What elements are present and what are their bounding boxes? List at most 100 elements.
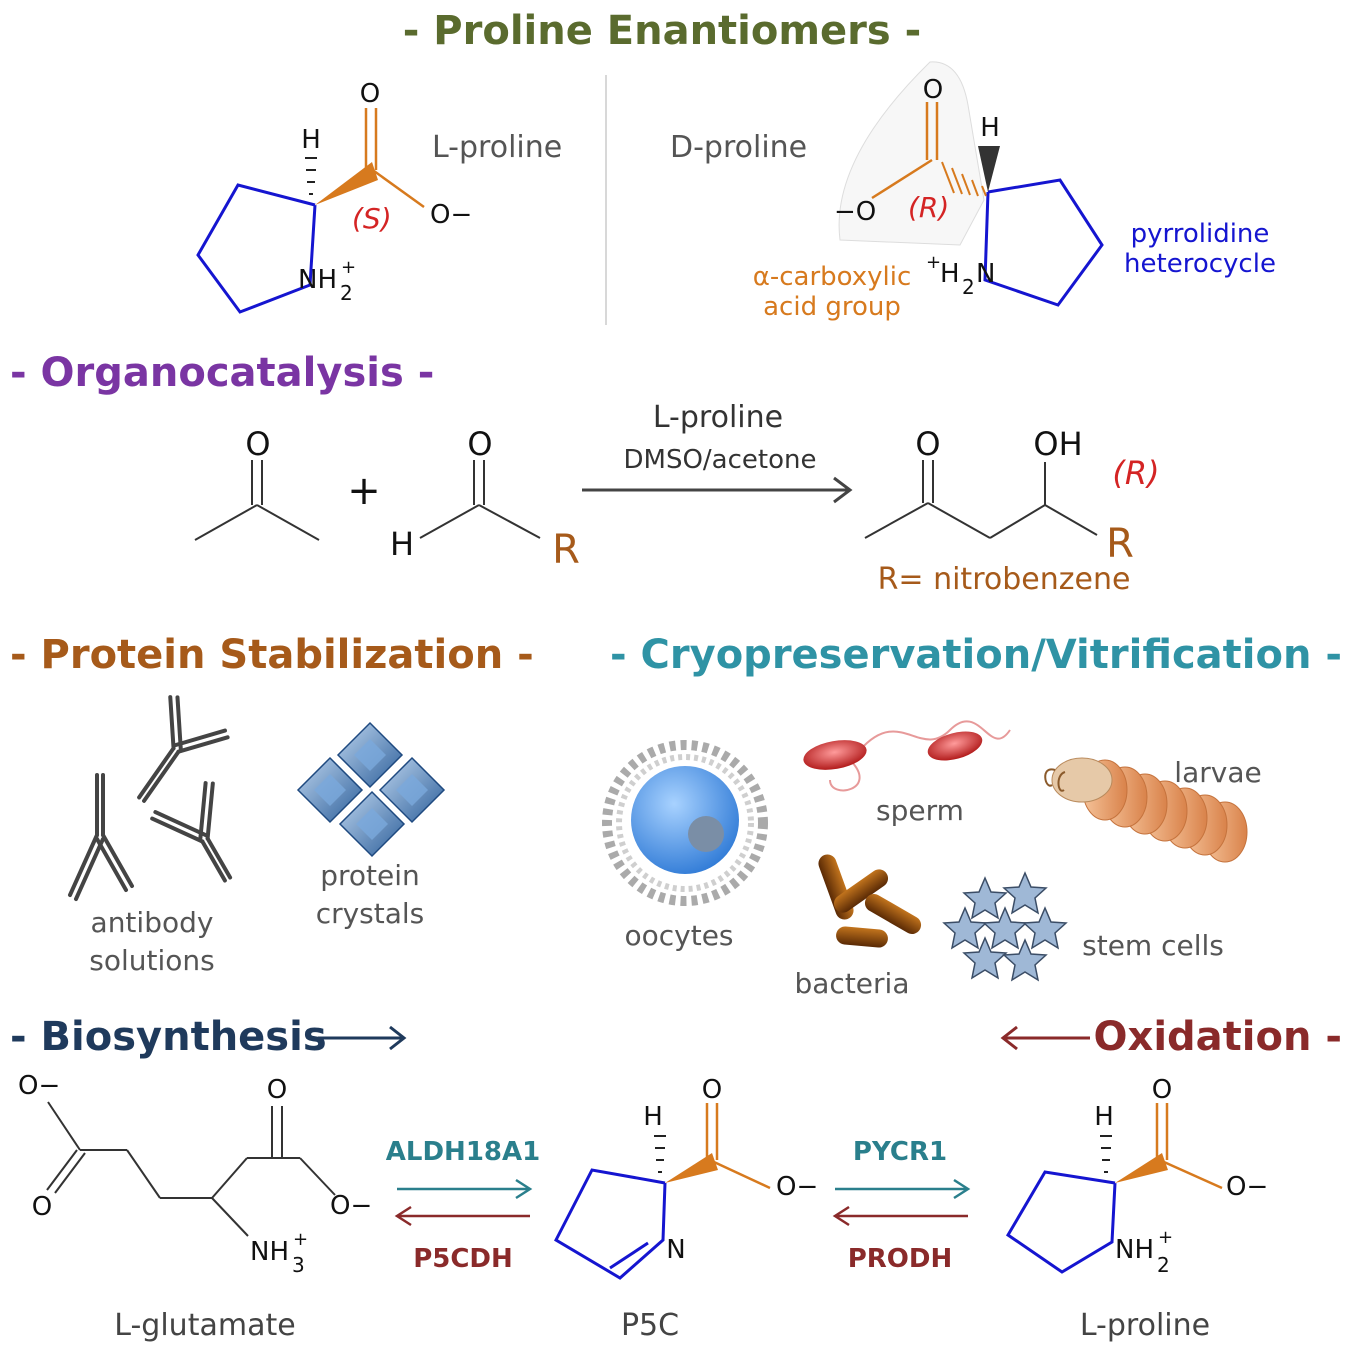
bacteria-label: bacteria (795, 967, 910, 1000)
acid-group-label-2: acid group (763, 292, 901, 322)
aldehyde-r: R (552, 527, 580, 573)
antibody-label-2: solutions (89, 944, 214, 977)
sperm-icon (803, 720, 1011, 792)
glu-o-minus-1: O− (18, 1071, 60, 1101)
l-proline-name: L-proline (432, 130, 562, 165)
r-definition: R= nitrobenzene (878, 562, 1131, 597)
product-oh: OH (1033, 425, 1082, 463)
enantiomers-section: - Proline Enantiomers - H O O− (S) NH 2 … (196, 8, 1276, 325)
pycr-forward-arrow (835, 1178, 971, 1200)
atom-nh: NH (298, 265, 337, 295)
product-o: O (915, 425, 940, 463)
p5c-structure (554, 1103, 771, 1280)
p5c-n: N (666, 1235, 685, 1265)
pycr-label: PYCR1 (853, 1137, 947, 1167)
glu-sub3: 3 (292, 1253, 305, 1277)
l-proline-bottom-structure (1005, 1103, 1223, 1274)
p5cdh-reverse-arrow (394, 1205, 530, 1227)
proline-label: L-proline (1080, 1308, 1210, 1343)
pro-o-minus: O− (1226, 1172, 1268, 1202)
atom-h2n-h: H (940, 259, 960, 289)
p5cdh-label: P5CDH (413, 1244, 513, 1274)
stem-cells-label: stem cells (1082, 929, 1224, 962)
stem-cells-icon (942, 871, 1068, 982)
biosynthesis-arrow (318, 1025, 407, 1051)
larvae-label: larvae (1174, 756, 1261, 789)
glu-nh: NH (250, 1237, 289, 1267)
p5c-o: O (702, 1075, 722, 1105)
atom-o-d: O (923, 75, 943, 105)
atom-minus-o-d: −O (834, 197, 876, 227)
ring-label-2: heterocycle (1124, 249, 1276, 279)
glutamate-label: L-glutamate (114, 1308, 295, 1343)
p5c-o-minus: O− (776, 1172, 818, 1202)
plus-sign: + (347, 468, 381, 514)
atom-h: H (301, 125, 321, 155)
product-config: (R) (1112, 454, 1159, 492)
atom-plus-h2n: + (926, 252, 941, 273)
pro-sub2: 2 (1157, 1253, 1170, 1277)
pro-o: O (1152, 1075, 1172, 1105)
glu-o-2: O (267, 1075, 287, 1105)
pro-nh: NH (1115, 1235, 1154, 1265)
aldh-label: ALDH18A1 (386, 1137, 540, 1167)
oxidation-title: Oxidation - (1094, 1014, 1342, 1060)
p5c-h: H (643, 1102, 663, 1132)
reaction-arrow (582, 476, 853, 504)
atom-plus: + (341, 257, 356, 278)
aldh-forward-arrow (397, 1178, 533, 1200)
glu-plus: + (293, 1229, 308, 1250)
atom-o: O (360, 79, 380, 109)
oxidation-arrow (1000, 1025, 1090, 1051)
antibody-label-1: antibody (91, 906, 214, 939)
aldehyde-o: O (467, 425, 492, 463)
stereo-s-label: (S) (352, 202, 392, 235)
biosynthesis-title: - Biosynthesis (10, 1014, 327, 1060)
crystal-label-2: crystals (316, 897, 425, 930)
metabolism-section: - Biosynthesis Oxidation - O− O O (10, 1014, 1342, 1343)
larvae-icon (1044, 757, 1248, 863)
pro-h: H (1094, 1102, 1114, 1132)
oocytes-label: oocytes (624, 919, 733, 952)
atom-h2n-n: N (976, 259, 995, 289)
organocatalysis-section: - Organocatalysis - O + O H R L-proline … (10, 350, 1160, 597)
prodh-reverse-arrow (832, 1205, 968, 1227)
atom-h2n-sub: 2 (962, 275, 975, 299)
crystal-label-1: protein (320, 859, 420, 892)
aldol-product-structure (864, 460, 1098, 539)
bacteria-icon (818, 854, 922, 948)
glu-o-1: O (32, 1192, 52, 1222)
antibody-icon (68, 695, 233, 901)
l-proline-structure: H O O− (S) NH 2 + (196, 79, 472, 314)
acid-group-label-1: α-carboxylic (753, 262, 912, 292)
glutamate-structure (46, 1101, 336, 1237)
enantiomers-title: - Proline Enantiomers - (403, 8, 921, 54)
pro-plus: + (1158, 1227, 1173, 1248)
protein-section: - Protein Stabilization - antibody solut… (10, 632, 534, 977)
organocatalysis-title: - Organocatalysis - (10, 350, 434, 396)
p5c-label: P5C (621, 1308, 679, 1343)
prodh-label: PRODH (848, 1244, 953, 1274)
cryo-section: - Cryopreservation/Vitrification - oocyt… (602, 632, 1342, 1000)
d-proline-structure: H O −O (R) + H 2 N (834, 61, 1104, 307)
aldehyde-h: H (390, 525, 414, 563)
protein-title: - Protein Stabilization - (10, 632, 534, 678)
acetone-structure (194, 460, 320, 541)
cryo-title: - Cryopreservation/Vitrification - (610, 632, 1342, 678)
oocyte-icon (602, 740, 768, 906)
catalyst-label: L-proline (653, 400, 783, 435)
protein-crystals-icon (296, 721, 446, 858)
aldehyde-structure (419, 460, 541, 539)
atom-o-minus: O− (430, 200, 472, 230)
sperm-label: sperm (876, 794, 964, 827)
product-r: R (1106, 521, 1134, 567)
atom-h-d: H (980, 113, 1000, 143)
atom-sub2: 2 (340, 281, 353, 305)
solvent-label: DMSO/acetone (624, 445, 817, 475)
acetone-o: O (245, 425, 270, 463)
stereo-r-label: (R) (908, 191, 949, 224)
d-proline-name: D-proline (670, 130, 807, 165)
glu-o-minus-2: O− (330, 1191, 372, 1221)
ring-label-1: pyrrolidine (1131, 219, 1270, 249)
